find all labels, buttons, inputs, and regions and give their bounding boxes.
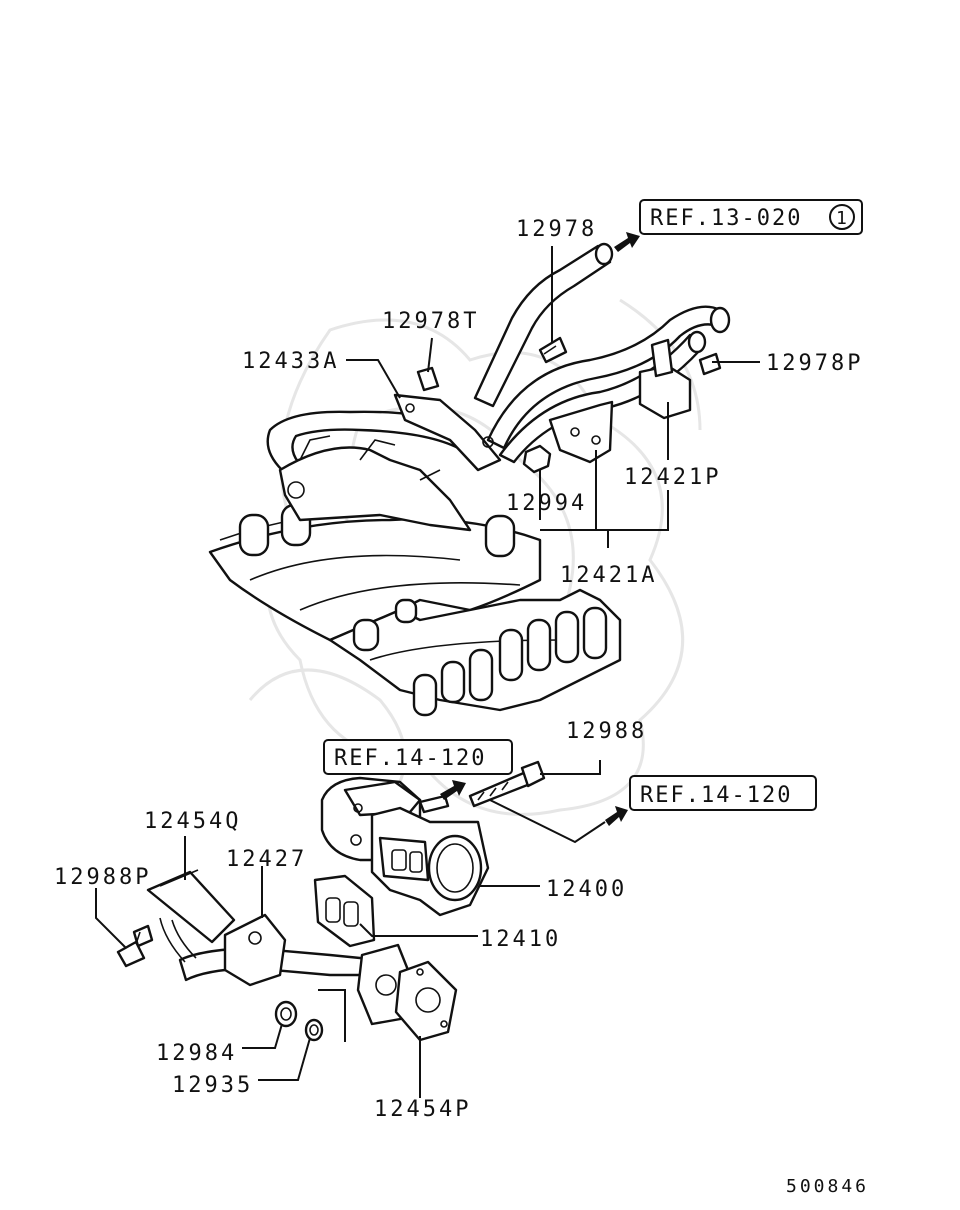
upper-hoses [266, 242, 731, 474]
throttle-body-assembly [320, 760, 546, 917]
ref-box-14-120-a[interactable]: REF.14-120 [323, 739, 513, 775]
label-12454Q[interactable]: 12454Q [144, 809, 241, 834]
egr-pipe [116, 869, 458, 1042]
label-12978T[interactable]: 12978T [382, 309, 479, 334]
part-labels: 12978 12978T 12433A 12978P 12421P 12994 … [54, 217, 863, 1122]
reference-arrows [440, 232, 640, 826]
ref-13-020-text: REF.13-020 [650, 206, 802, 231]
arrow-ref-13-020 [614, 232, 640, 252]
label-12978[interactable]: 12978 [516, 217, 597, 242]
intake-manifold [208, 435, 622, 717]
label-12988[interactable]: 12988 [566, 719, 647, 744]
arrow-ref-14-120-b [605, 806, 628, 826]
label-12935[interactable]: 12935 [172, 1073, 253, 1098]
label-12427[interactable]: 12427 [226, 847, 307, 872]
ref-box-14-120-b[interactable]: REF.14-120 [629, 775, 817, 811]
label-12400[interactable]: 12400 [546, 877, 627, 902]
label-12421A[interactable]: 12421A [560, 563, 657, 588]
ref-13-020-circle-number: 1 [836, 208, 849, 229]
drawing-number: 500846 [786, 1176, 869, 1197]
ref-14-120-a-text: REF.14-120 [334, 746, 486, 771]
label-12994[interactable]: 12994 [506, 491, 587, 516]
gasket-12410 [313, 874, 376, 948]
arrow-ref-14-120-a [440, 780, 466, 800]
label-12988P[interactable]: 12988P [54, 865, 151, 890]
label-12978P[interactable]: 12978P [766, 351, 863, 376]
label-12410[interactable]: 12410 [480, 927, 561, 952]
label-12984[interactable]: 12984 [156, 1041, 237, 1066]
label-12433A[interactable]: 12433A [242, 349, 339, 374]
ref-14-120-b-text: REF.14-120 [640, 783, 792, 808]
label-12421P[interactable]: 12421P [624, 465, 721, 490]
label-12454P[interactable]: 12454P [374, 1097, 471, 1122]
ref-box-13-020[interactable]: REF.13-020 1 [639, 199, 863, 235]
leader-lines [95, 246, 760, 1098]
